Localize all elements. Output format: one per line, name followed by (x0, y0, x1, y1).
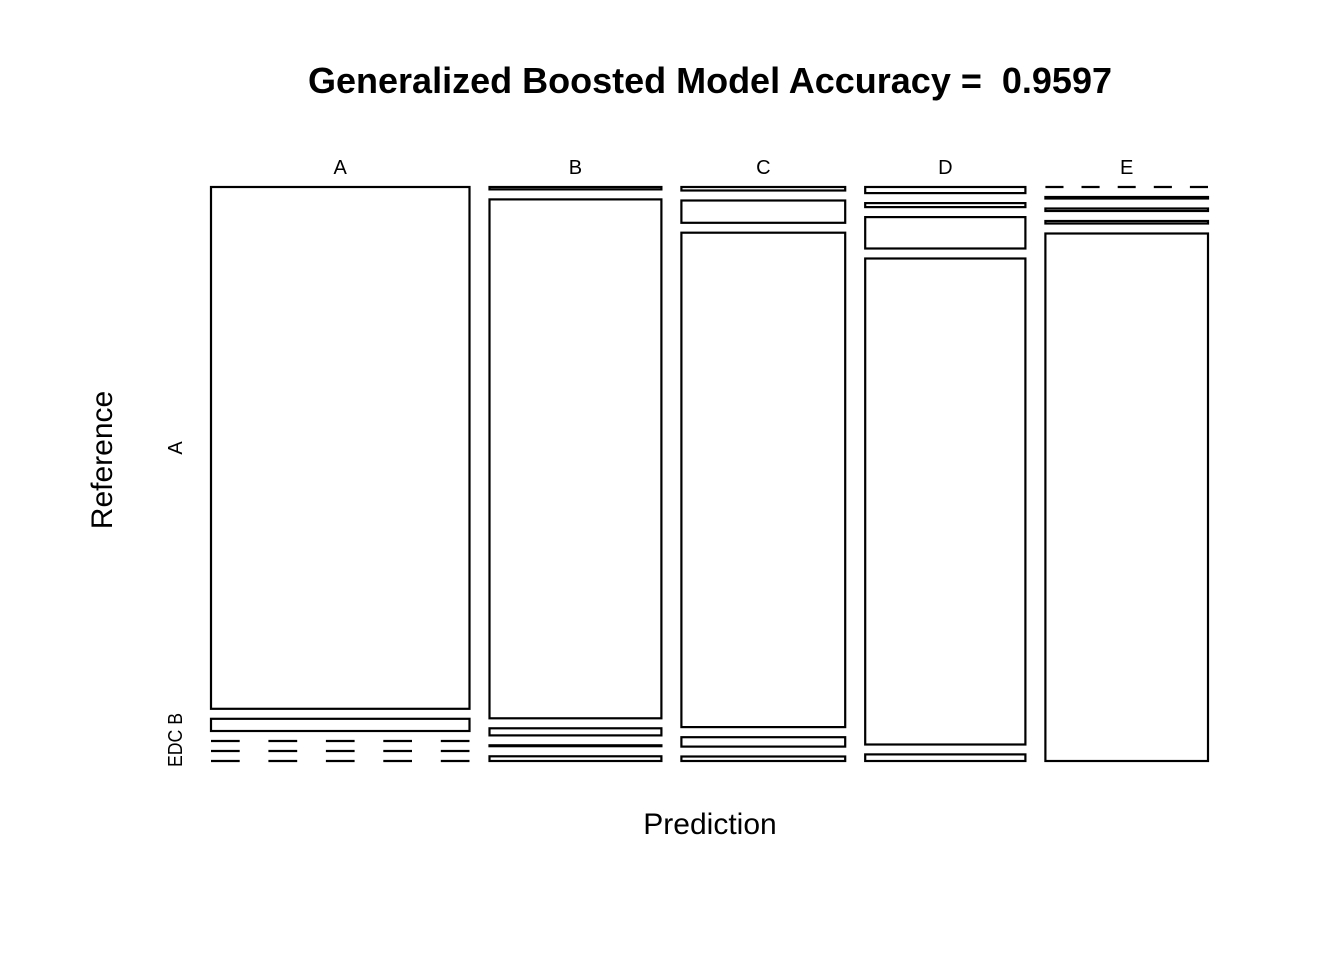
y-axis-title: Reference (86, 391, 119, 529)
mosaic-tile (864, 257, 1027, 746)
mosaic-tile (209, 717, 471, 733)
x-tick-label: D (938, 157, 952, 179)
mosaic-tile (1044, 207, 1210, 213)
mosaic-tiles (209, 185, 1210, 763)
mosaic-tile (209, 185, 471, 710)
x-tick-label: B (569, 157, 582, 179)
chart-title: Generalized Boosted Model Accuracy = 0.9… (308, 60, 1112, 101)
y-tick-label-strip: EDC B (165, 713, 187, 767)
mosaic-tile (680, 755, 847, 763)
y-tick-labels: A EDC B (165, 441, 187, 767)
mosaic-tile (864, 185, 1027, 195)
x-tick-label: C (756, 157, 770, 179)
mosaic-tile (1044, 232, 1210, 763)
mosaic-tile (864, 216, 1027, 250)
x-tick-label: E (1120, 157, 1133, 179)
mosaic-tile (864, 202, 1027, 209)
x-tick-labels: A B C D E (334, 157, 1134, 179)
y-tick-label: A (165, 441, 187, 455)
mosaic-tile (680, 185, 847, 192)
mosaic-tile (488, 185, 663, 191)
mosaic-tile (1044, 219, 1210, 225)
mosaic-tile (488, 755, 663, 763)
mosaic-tile (1044, 195, 1210, 200)
mosaic-tile (488, 744, 663, 748)
mosaic-tile (488, 727, 663, 737)
mosaic-tile (488, 198, 663, 720)
mosaic-tile (680, 231, 847, 729)
mosaic-tile (680, 199, 847, 224)
mosaic-tile (864, 753, 1027, 763)
mosaic-tile (680, 736, 847, 748)
x-axis-title: Prediction (643, 808, 776, 841)
x-tick-label: A (334, 157, 348, 179)
